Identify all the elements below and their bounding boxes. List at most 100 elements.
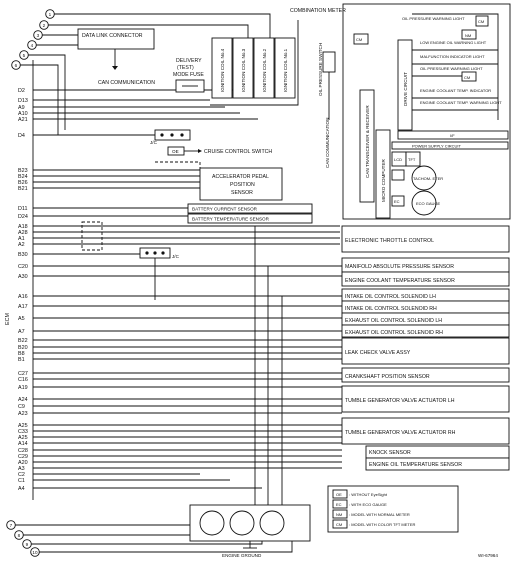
- ecm-pin: A5: [18, 316, 25, 322]
- legend-tag: EC: [336, 502, 342, 507]
- cm-tag: CM: [356, 37, 362, 42]
- meter-can-communication-label: CAN COMMUNICATION: [325, 118, 330, 168]
- ecm-pin: B20: [18, 345, 28, 351]
- eco-gauge-label: ECO GAUGE: [416, 201, 441, 206]
- ecm-pin: A30: [18, 274, 28, 280]
- drive-circuit-label: DRIVE CIRCUIT: [403, 72, 408, 106]
- ecm-pin: A28: [18, 230, 28, 236]
- ecm-pin: D13: [18, 98, 28, 104]
- ecm-wires: [33, 89, 342, 489]
- combination-meter-title: COMBINATION METER: [290, 8, 346, 14]
- accelerator-label-2: POSITION: [230, 182, 255, 188]
- ignition-coil-2-label: IGNITION COIL No.2: [262, 48, 267, 92]
- ecm-pin: C33: [18, 429, 28, 435]
- tachometer-label: TACHOM- ETER: [413, 176, 443, 181]
- connector-number: 7: [10, 523, 13, 528]
- component-label: MANIFOLD ABSOLUTE PRESSURE SENSOR: [345, 264, 454, 270]
- ecm-pin: A1: [18, 236, 25, 242]
- ecm-pin: A25: [18, 435, 28, 441]
- ignition-coils: IGNITION COIL No.4 IGNITION COIL No.3 IG…: [210, 20, 299, 106]
- ignition-coil-1-label: IGNITION COIL No.1: [283, 48, 288, 92]
- accelerator-label-1: ACCELERATOR PEDAL: [212, 174, 269, 180]
- battery-temperature-sensor-label: BATTERY TEMPERATURE SENSOR: [192, 217, 270, 222]
- ecm-pin: C9: [18, 404, 25, 410]
- connector-number: 8: [18, 533, 21, 538]
- ecm-pin: C1: [18, 478, 25, 484]
- component-label: INTAKE OIL CONTROL SOLENOID LH: [345, 294, 436, 300]
- can-transceiver-label: CAN TRANSCEIVER & RECEIVER: [365, 105, 370, 178]
- component-label: CRANKSHAFT POSITION SENSOR: [345, 374, 430, 380]
- legend-text: : MODEL WITH NORMAL METER: [349, 512, 410, 517]
- ecm-pin: A17: [18, 304, 28, 310]
- ignition-coil-3-label: IGNITION COIL No.3: [241, 48, 246, 92]
- ecm-pin: D4: [18, 133, 25, 139]
- ecm-label: ECM: [5, 313, 11, 325]
- connector-number: 6: [15, 63, 18, 68]
- ecm-pin: A19: [18, 385, 28, 391]
- lamp-label: OIL PRESSURE WARNING LIGHT: [420, 66, 483, 71]
- ecm-pin: C27: [18, 371, 28, 377]
- ecm-pin: C29: [18, 454, 28, 460]
- legend-text: : WITH ECO GAUGE: [349, 502, 387, 507]
- connector-number: 1: [49, 12, 52, 17]
- legend-tag: NM: [336, 512, 342, 517]
- ecm-pin: A20: [18, 460, 28, 466]
- component-label: INTAKE OIL CONTROL SOLENOID RH: [345, 306, 437, 312]
- if-label: I/F: [450, 133, 455, 138]
- component-label: EXHAUST OIL CONTROL SOLENOID RH: [345, 330, 443, 336]
- ecm-pin: A3: [18, 466, 25, 472]
- lamp-label: ENGINE COOLANT TEMP. INDICATOR: [420, 88, 491, 93]
- nm-tag: NM: [465, 33, 471, 38]
- oil-pressure-switch-label: OIL PRESSURE SWITCH: [318, 43, 323, 96]
- diagram-code: WI-67964: [478, 553, 498, 558]
- can-communication-label: CAN COMMUNICATION: [98, 80, 155, 86]
- cruise-control-switch-label: CRUISE CONTROL SWITCH: [204, 149, 272, 155]
- junction-lower: J/C: [139, 247, 180, 300]
- legend-tag: OE: [336, 492, 342, 497]
- ecm-block: ECM: [5, 60, 34, 500]
- ecm-pin: A18: [18, 224, 28, 230]
- ecm-pin: A4: [18, 486, 25, 492]
- delivery-fuse-label-2: (TEST): [177, 65, 194, 71]
- component-label: TUMBLE GENERATOR VALVE ACTUATOR RH: [345, 430, 456, 436]
- power-supply-label: POWER SUPPLY CIRCUIT: [412, 144, 462, 149]
- lamp-label: OIL PRESSURE WARNING LIGHT: [402, 16, 465, 21]
- delivery-fuse-label-1: DELIVERY: [176, 58, 202, 64]
- ecm-pin: A21: [18, 117, 28, 123]
- ecm-pin: A10: [18, 111, 28, 117]
- delivery-fuse-label-3: MODE FUSE: [173, 72, 204, 78]
- accelerator-label-3: SENSOR: [231, 190, 253, 196]
- legend-tag: CM: [336, 522, 342, 527]
- ecm-pin: D11: [18, 206, 28, 212]
- ignition-coil-4-label: IGNITION COIL No.4: [220, 48, 225, 92]
- data-link-connector-label: DATA LINK CONNECTOR: [82, 33, 143, 39]
- component-label: ENGINE OIL TEMPERATURE SENSOR: [369, 462, 462, 468]
- ecm-pin: D2: [18, 88, 25, 94]
- battery-current-sensor-label: BATTERY CURRENT SENSOR: [192, 207, 258, 212]
- accelerator-pedal-sensor: ACCELERATOR PEDAL POSITION SENSOR: [199, 167, 283, 201]
- oe-tag: OE: [172, 149, 179, 154]
- lamp-label: ENGINE COOLANT TEMP. WARNING LIGHT: [420, 100, 502, 105]
- combination-meter: COMBINATION METER OIL PRESSURE SWITCH CA…: [290, 3, 511, 220]
- ecm-pin: C28: [18, 448, 28, 454]
- ecm-pin: C2: [18, 472, 25, 478]
- engine-ground-label: ENGINE GROUND: [222, 553, 262, 558]
- connector-number: 4: [31, 43, 34, 48]
- legend: OE : WITHOUT EyeSight EC : WITH ECO GAUG…: [327, 485, 459, 533]
- ecm-pin: B30: [18, 252, 28, 258]
- ecm-pin: A23: [18, 411, 28, 417]
- ecm-pin: A24: [18, 397, 28, 403]
- cm-tag-3: CM: [464, 75, 470, 80]
- ecm-pin: D24: [18, 214, 28, 220]
- ecm-pin: B24: [18, 174, 28, 180]
- connector-number: 2: [43, 23, 46, 28]
- delivery-mode-fuse: DELIVERY (TEST) MODE FUSE: [173, 58, 205, 93]
- legend-text: : MODEL WITH COLOR TFT METER: [349, 522, 415, 527]
- ecm-pin: A9: [18, 105, 25, 111]
- ecm-pin: C20: [18, 264, 28, 270]
- component-label: TUMBLE GENERATOR VALVE ACTUATOR LH: [345, 398, 455, 404]
- ecm-pin: A2: [18, 242, 25, 248]
- ecm-pin: B22: [18, 338, 28, 344]
- component-label: KNOCK SENSOR: [369, 450, 411, 456]
